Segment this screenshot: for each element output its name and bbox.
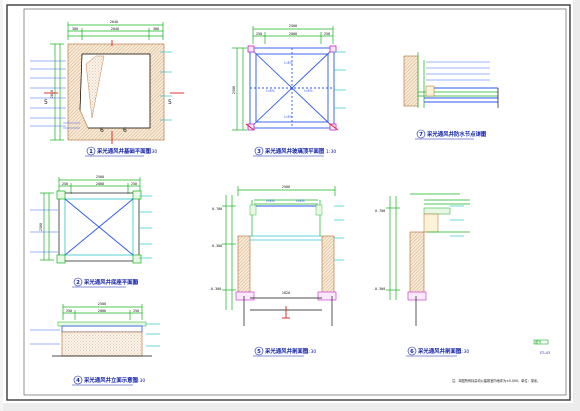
view1-dim-side: 2640 (50, 90, 54, 98)
view-6-section: 0.700 -0.300 (373, 193, 470, 326)
view1-title: 采光通风井基础平面图 (96, 147, 152, 155)
view5-number: 5 (257, 349, 261, 355)
view5-dim-top: 2500 (282, 185, 290, 189)
sheet-outer-frame (6, 4, 571, 401)
view6-wall (409, 231, 425, 295)
view-5-title: 5 采光通风井剖面图 1:30 (253, 346, 316, 357)
view-2-title: 2 采光通风井底座平面图 1:30 (72, 277, 139, 288)
view5-wall-right (321, 235, 335, 297)
view3-scale: 1:30 (326, 149, 336, 155)
view1-number-circle (86, 146, 96, 156)
view-4-title: 4 采光通风井立面示意图 1:30 (72, 375, 145, 386)
bottom-scrollbar[interactable] (0, 403, 580, 411)
view4-dim-split-b: 2000 (98, 309, 106, 313)
view2-number: 2 (76, 280, 80, 286)
view5-wall-left (237, 235, 251, 297)
view5-level-mid: 0.300 (212, 244, 222, 248)
view2-dim-side: 2500 (39, 223, 43, 231)
view1-scale: 1:30 (147, 149, 157, 155)
view3-slope-d: i=8% (284, 115, 293, 119)
stamp-box (533, 339, 549, 345)
view2-dim-top: 2500 (96, 175, 104, 179)
view3-slope-a: i=8% (284, 61, 293, 65)
view7-wall (403, 55, 419, 107)
view7-number: 7 (419, 132, 423, 138)
stamp-text: 图号 (535, 339, 541, 344)
view1-number: 1 (89, 149, 93, 155)
view-4-elevation: 2500 250 2000 250 (30, 302, 160, 357)
view4-title: 采光通风井立面示意图 (83, 376, 139, 384)
view1-dim-split-a: 300 (72, 27, 78, 31)
view-5-section: 2500 0.700 0.300 -0.300 i=8% i=8% 1820 (209, 185, 344, 326)
view1-footing-wedge (85, 55, 105, 119)
view1-dim-top: 2640 (110, 20, 118, 24)
view7-scale: 1:5 (477, 132, 484, 138)
view2-title: 采光通风井底座平面图 (83, 278, 139, 286)
general-note: 注：本图所有标高均以建筑室内地坪为±0.000，单位：毫米。 (452, 378, 540, 383)
view2-frame-outer (58, 192, 140, 262)
view3-dim-side: 2500 (232, 86, 236, 94)
view7-title: 采光通风井防水节点详图 (426, 130, 487, 138)
view1-section-mark-right: 5 (168, 99, 172, 106)
view-3-glass-roof-plan: 2500 250 2000 250 2500 i=8% i=8% i=8% i=… (232, 24, 346, 131)
view1-section-mark-left: 5 (44, 99, 48, 106)
view-1-title: 1 采光通风井基础平面图 1:30 (85, 146, 157, 157)
view1-dim-split-b: 2040 (111, 27, 119, 31)
view5-scale: 1:30 (306, 349, 316, 355)
view4-dim-top: 2500 (98, 302, 106, 306)
view4-dim-split-c: 250 (133, 309, 139, 313)
view5-level-bot: -0.300 (209, 287, 221, 291)
view3-dim-split-c: 250 (324, 32, 330, 36)
view2-scale: 1:30 (128, 280, 138, 286)
view-7-title: 7 采光通风井防水节点详图 1:5 (415, 129, 487, 140)
view2-frame-inner (64, 198, 134, 256)
right-scrollbar[interactable] (573, 0, 580, 411)
view-3-title: 3 采光通风井玻璃顶平面图 1:30 (253, 146, 336, 157)
view2-dim-split-a: 250 (62, 182, 68, 186)
view-6-title: 6 采光通风井剖面图 1:30 (406, 346, 469, 357)
view4-base (61, 331, 143, 357)
stamp-sub: JT1-03 (539, 351, 550, 355)
view2-dim-split-c: 250 (131, 182, 137, 186)
view6-level-bot: -0.300 (373, 287, 385, 291)
view6-scale: 1:30 (459, 349, 469, 355)
view4-scale: 1:30 (135, 378, 145, 384)
view-7-waterproof-detail (403, 52, 499, 108)
view6-title: 采光通风井剖面图 (417, 347, 462, 355)
view6-number: 6 (410, 349, 414, 355)
view4-number: 4 (76, 378, 80, 384)
sheet-inner-frame (23, 8, 567, 396)
view3-slope-c: i=8% (304, 89, 313, 93)
view5-slope-b: i=8% (296, 199, 305, 203)
view-1-foundation-plan: 2640 300 2040 300 2640 5 5 6 6 (30, 20, 184, 144)
view5-title: 采光通风井剖面图 (264, 347, 309, 355)
view3-slope-b: i=8% (266, 89, 275, 93)
view5-level-top: 0.700 (212, 207, 222, 211)
view2-dim-split-b: 2000 (96, 182, 104, 186)
view3-title: 采光通风井玻璃顶平面图 (264, 147, 325, 155)
left-edge-strip (0, 0, 3, 411)
view1-section-mark-bottom-a: 6 (100, 127, 104, 134)
view3-dim-split-b: 2000 (289, 32, 297, 36)
view-2-base-plan: 2500 250 2000 250 2500 (30, 175, 152, 264)
view5-width: 1820 (282, 291, 290, 295)
view5-slope-a: i=8% (266, 199, 275, 203)
view4-dim-split-a: 250 (66, 309, 72, 313)
view1-section-mark-bottom-b: 6 (123, 127, 127, 134)
view3-dim-top: 2500 (289, 24, 297, 28)
view1-dim-split-c: 300 (153, 27, 159, 31)
view3-dim-split-a: 250 (256, 32, 262, 36)
view6-level-top: 0.700 (375, 209, 385, 213)
view3-number: 3 (257, 149, 261, 155)
